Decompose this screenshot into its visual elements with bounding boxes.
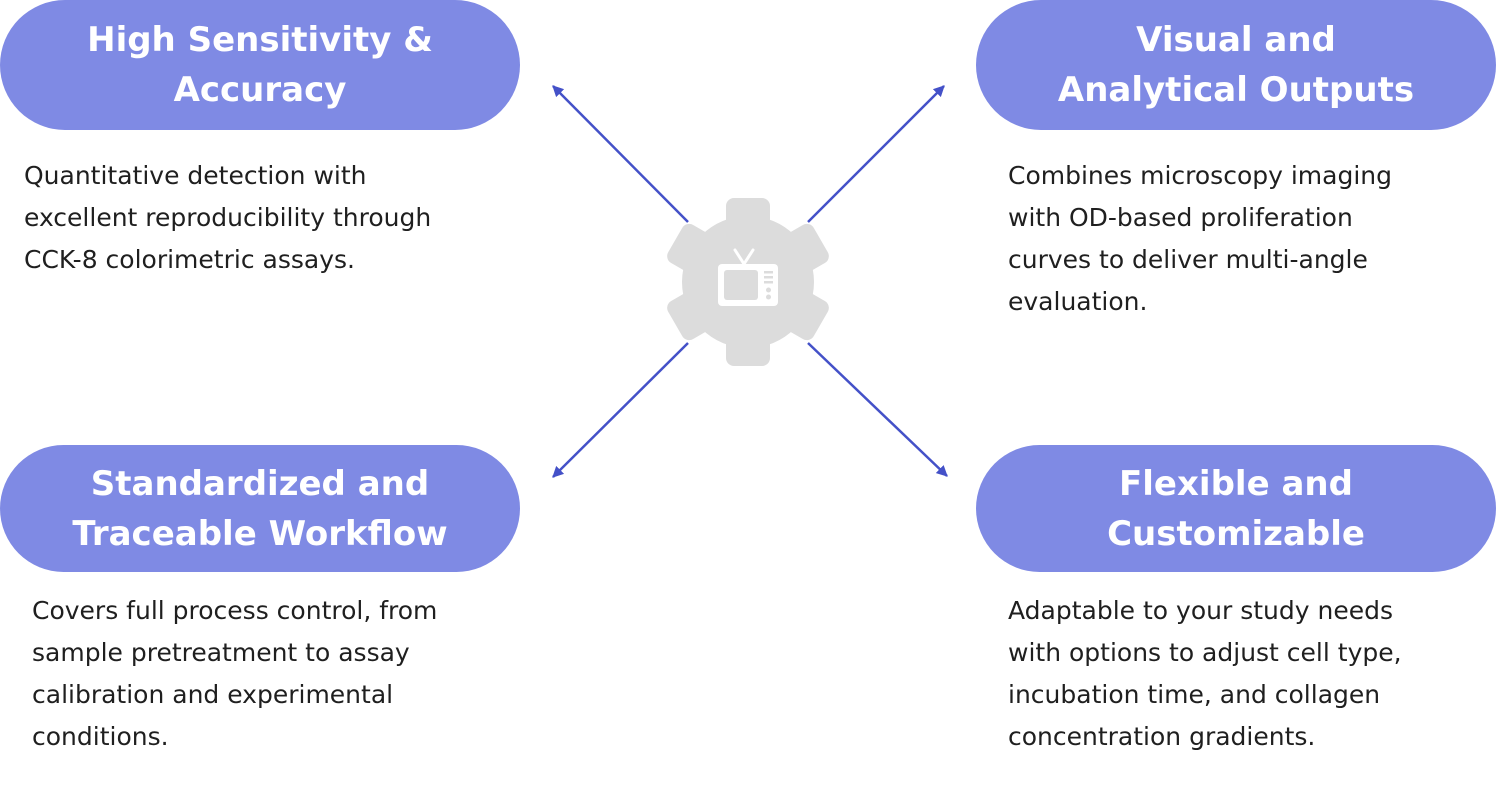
feature-pill-sensitivity: High Sensitivity & Accuracy xyxy=(0,0,520,130)
feature-description-outputs: Combines microscopy imaging with OD-base… xyxy=(1008,161,1393,316)
arrow-bottom-right xyxy=(807,342,948,477)
feature-description-customizable: Adaptable to your study needs with optio… xyxy=(1008,596,1402,751)
tv-icon xyxy=(718,248,778,306)
arrow-top-right xyxy=(807,85,945,223)
feature-pill-workflow: Standardized and Traceable Workflow xyxy=(0,445,520,572)
feature-title-outputs: Visual and Analytical Outputs xyxy=(1057,20,1415,110)
feature-description-sensitivity: Quantitative detection with excellent re… xyxy=(24,161,432,274)
feature-title-workflow: Standardized and Traceable Workflow xyxy=(72,463,448,554)
feature-title-sensitivity: High Sensitivity & Accuracy xyxy=(87,20,433,110)
arrow-top-left xyxy=(552,85,689,223)
arrow-bottom-left xyxy=(552,342,689,478)
feature-pill-outputs: Visual and Analytical Outputs xyxy=(976,0,1496,130)
feature-pill-customizable: Flexible and Customizable xyxy=(976,445,1496,572)
feature-description-workflow: Covers full process control, from sample… xyxy=(32,596,438,751)
feature-title-customizable: Flexible and Customizable xyxy=(1107,463,1365,554)
gear-icon xyxy=(667,198,829,366)
